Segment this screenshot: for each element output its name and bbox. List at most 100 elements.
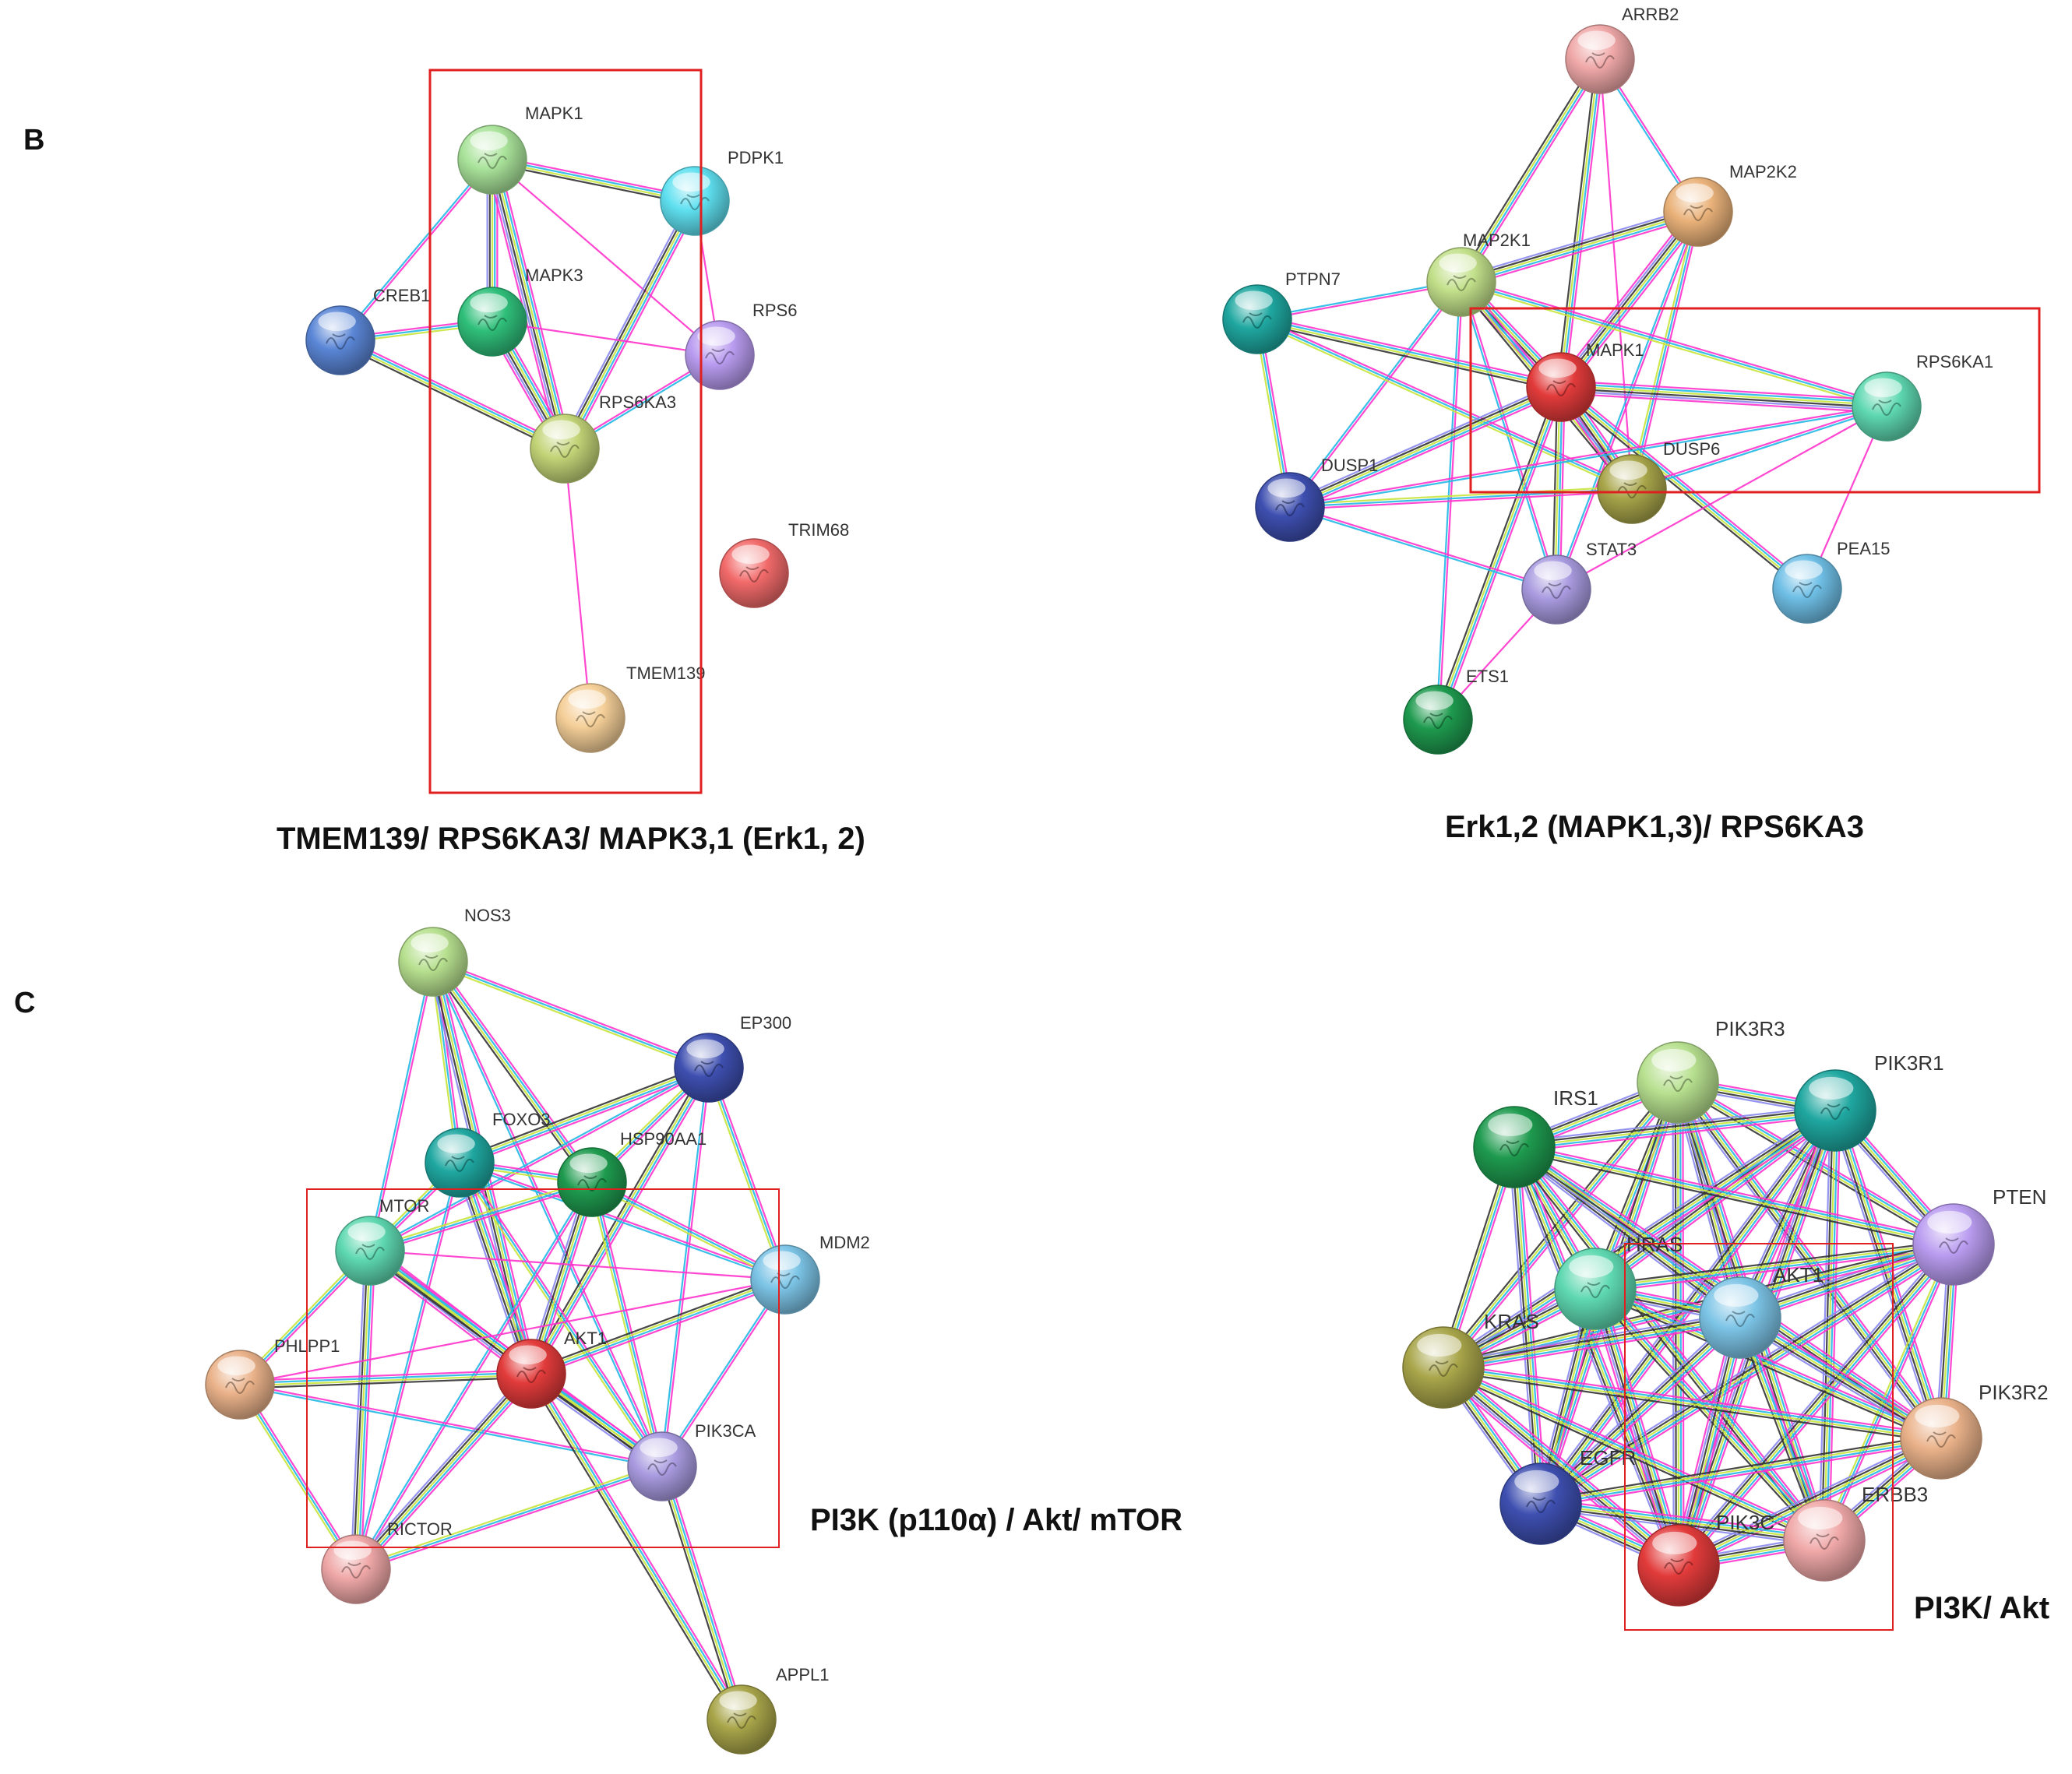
node-rictor[interactable]: RICTOR	[321, 1519, 453, 1604]
sphere-highlight	[347, 1222, 386, 1242]
node-egfr[interactable]: EGFR	[1499, 1446, 1636, 1545]
node-pik3r1[interactable]: PIK3R1	[1794, 1051, 1944, 1152]
node-label: TRIM68	[788, 520, 849, 540]
node-stat3[interactable]: STAT3	[1521, 540, 1637, 625]
edge-line	[370, 1068, 710, 1253]
node-rps6ka3[interactable]: RPS6KA3	[530, 392, 676, 484]
edge-line	[1561, 382, 1887, 404]
node-pten[interactable]: PTEN	[1912, 1185, 2046, 1286]
edge-line	[1443, 1365, 1680, 1565]
node-pik3r3[interactable]: PIK3R3	[1637, 1017, 1785, 1124]
edge-line	[432, 960, 710, 1069]
node-pik3ca[interactable]: PIK3CA	[627, 1421, 756, 1501]
edge-mapk1-dusp1	[1287, 382, 1564, 512]
node-label: PEA15	[1837, 539, 1891, 558]
sphere-highlight	[1577, 30, 1616, 51]
node-ep300[interactable]: EP300	[674, 1013, 791, 1103]
node-ptpn7[interactable]: PTPN7	[1222, 269, 1341, 354]
protein-structure-icon	[1809, 1533, 1839, 1550]
edge-line	[1631, 404, 1887, 489]
edge-line	[591, 1181, 786, 1280]
node-dusp1[interactable]: DUSP1	[1255, 456, 1378, 542]
protein-structure-icon	[477, 153, 507, 169]
node-label: ETS1	[1466, 667, 1509, 686]
sphere-highlight	[411, 933, 449, 953]
node-mdm2[interactable]: MDM2	[750, 1233, 870, 1315]
edge-line	[240, 1382, 663, 1466]
node-dusp6[interactable]: DUSP6	[1597, 439, 1720, 524]
node-mapk1[interactable]: MAPK1	[457, 104, 583, 195]
node-mtor[interactable]: MTOR	[335, 1196, 429, 1286]
edge-line	[1555, 207, 1694, 384]
node-rps6[interactable]: RPS6	[685, 301, 797, 390]
edge-pik3r1-erbb3	[1818, 1110, 1841, 1541]
edge-line	[1256, 322, 1561, 392]
node-hsp90aa1[interactable]: HSP90AA1	[557, 1129, 707, 1217]
sphere-highlight	[569, 1153, 608, 1174]
edge-line	[458, 1162, 533, 1374]
node-irs1[interactable]: IRS1	[1473, 1086, 1598, 1188]
sphere-highlight	[1652, 1531, 1697, 1554]
node-rps6ka1[interactable]: RPS6KA1	[1852, 352, 1993, 442]
highlight-box-akt1-pik3c	[1624, 1243, 1894, 1631]
edge-map2k1-dusp1	[1288, 280, 1464, 509]
edge-line	[1461, 281, 1559, 590]
edge-line	[1836, 1109, 1945, 1438]
node-kras[interactable]: KRAS	[1402, 1310, 1539, 1409]
edge-line	[590, 1183, 785, 1283]
edge-line	[1442, 1367, 1679, 1568]
node-akt1[interactable]: AKT1	[496, 1329, 607, 1409]
edge-line	[1513, 1107, 1835, 1146]
edge-line	[1825, 1244, 1957, 1542]
edge-line	[1464, 60, 1605, 285]
edge-arrb2-mapk1	[1556, 58, 1605, 388]
node-trim68[interactable]: TRIM68	[719, 520, 849, 608]
node-tmem139[interactable]: TMEM139	[555, 663, 705, 753]
node-pik3c[interactable]: PIK3C	[1637, 1511, 1774, 1607]
edge-line	[239, 1278, 786, 1386]
node-map2k2[interactable]: MAP2K2	[1663, 162, 1797, 247]
node-label: MTOR	[379, 1196, 429, 1216]
node-foxo3[interactable]: FOXO3	[425, 1110, 551, 1198]
edge-line	[1540, 1502, 1825, 1542]
edge-map2k2-map2k1	[1459, 206, 1700, 288]
node-mapk3[interactable]: MAPK3	[457, 266, 583, 357]
edge-line	[340, 338, 566, 449]
edge-line	[1679, 1318, 1743, 1566]
edge-line	[1541, 1498, 1825, 1536]
edge-line	[1674, 1241, 1950, 1563]
edge-line	[433, 958, 710, 1067]
sphere-highlight	[217, 1356, 255, 1376]
node-creb1[interactable]: CREB1	[305, 286, 430, 375]
node-ets1[interactable]: ETS1	[1403, 667, 1509, 755]
sphere-highlight	[1809, 1076, 1854, 1100]
sphere-highlight	[672, 172, 710, 192]
edge-line	[460, 1161, 535, 1374]
node-mapk1[interactable]: MAPK1	[1526, 340, 1644, 422]
node-erbb3[interactable]: ERBB3	[1783, 1483, 1928, 1582]
node-map2k1[interactable]: MAP2K1	[1426, 231, 1531, 317]
node-arrb2[interactable]: ARRB2	[1565, 5, 1679, 94]
edge-line	[1457, 56, 1598, 281]
edge-line	[532, 1282, 788, 1378]
edge-line	[1561, 385, 1809, 589]
edge-line	[559, 198, 692, 447]
node-nos3[interactable]: NOS3	[398, 906, 511, 997]
edge-line	[1516, 1144, 1828, 1539]
edge-line	[527, 1374, 739, 1723]
edge-line	[594, 1181, 666, 1466]
node-appl1[interactable]: APPL1	[707, 1665, 830, 1755]
node-pik3r2[interactable]: PIK3R2	[1900, 1381, 2049, 1480]
edge-line	[1256, 320, 1632, 492]
node-akt1[interactable]: AKT1	[1699, 1263, 1824, 1359]
node-pea15[interactable]: PEA15	[1772, 539, 1891, 624]
edge-hsp90aa1-mtor	[368, 1178, 594, 1255]
edge-map2k2-dusp6	[1628, 211, 1702, 490]
protein-structure-icon	[694, 1061, 724, 1077]
node-label: CREB1	[373, 286, 430, 305]
node-pdpk1[interactable]: PDPK1	[660, 148, 784, 236]
protein-structure-icon	[576, 711, 605, 727]
edge-line	[239, 1369, 531, 1382]
